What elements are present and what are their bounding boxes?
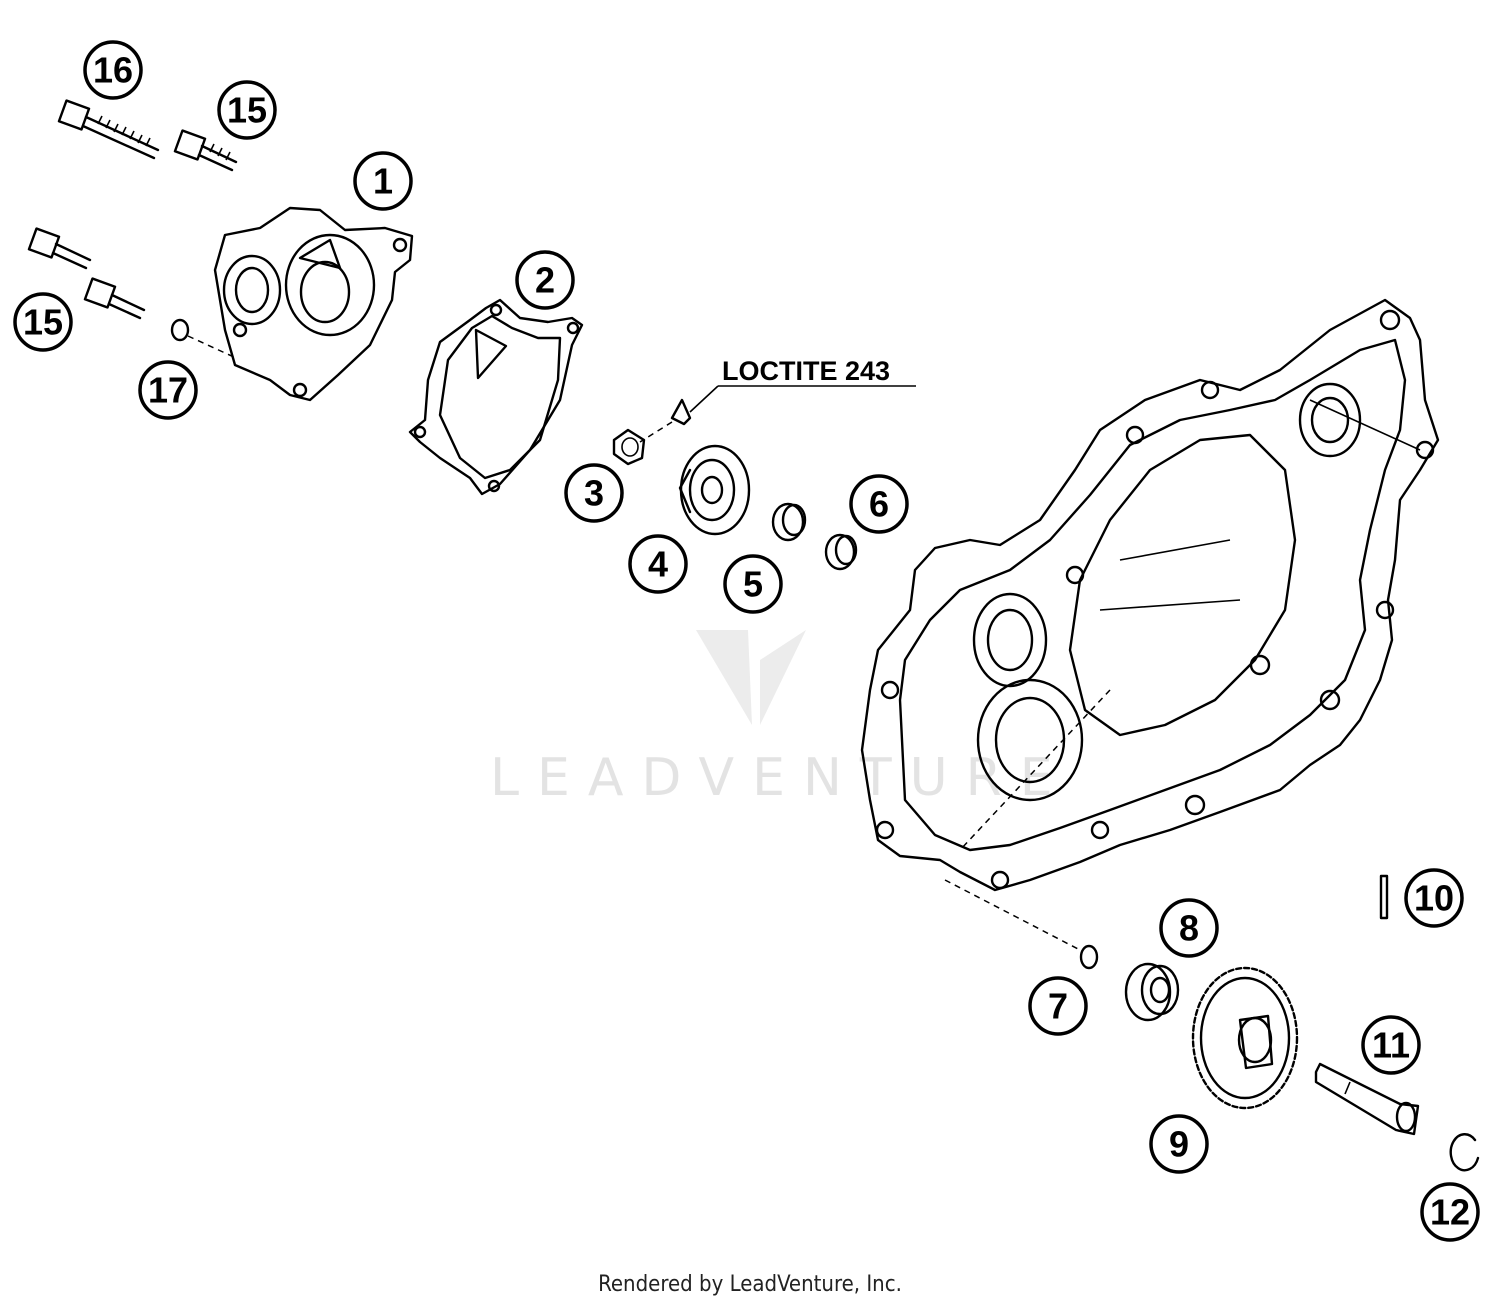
callout-3: 3 — [564, 463, 624, 523]
part-4-impeller[interactable] — [678, 444, 751, 536]
callout-5: 5 — [723, 554, 783, 614]
svg-text:3: 3 — [584, 473, 604, 514]
callout-10: 10 — [1404, 868, 1464, 928]
svg-text:4: 4 — [648, 544, 668, 585]
svg-text:15: 15 — [23, 302, 63, 343]
svg-text:7: 7 — [1048, 986, 1068, 1027]
svg-text:11: 11 — [1372, 1025, 1410, 1066]
callout-7: 7 — [1028, 976, 1088, 1036]
part-5-seal[interactable] — [771, 502, 807, 542]
callout-2: 2 — [515, 250, 575, 310]
part-7-washer[interactable] — [1079, 944, 1099, 970]
part-9-gear[interactable] — [1191, 966, 1299, 1110]
part-17-washer[interactable] — [170, 318, 190, 342]
svg-text:12: 12 — [1430, 1192, 1470, 1233]
svg-text:9: 9 — [1169, 1124, 1189, 1165]
part-1-pump-cover[interactable] — [213, 206, 414, 402]
leader-line — [959, 689, 1111, 851]
svg-text:16: 16 — [93, 50, 133, 91]
callout-16: 16 — [83, 40, 143, 100]
callout-11: 11 — [1361, 1015, 1421, 1075]
svg-text:10: 10 — [1414, 878, 1454, 919]
part-15-bolt-top[interactable] — [173, 129, 238, 172]
leader-line — [944, 879, 1081, 951]
watermark-logo-icon — [696, 630, 806, 725]
callout-1: 1 — [353, 151, 413, 211]
callout-15-top: 15 — [217, 80, 277, 140]
svg-text:1: 1 — [373, 161, 393, 202]
svg-text:5: 5 — [743, 564, 763, 605]
part-16-bolt[interactable] — [57, 99, 160, 160]
part-2-gasket[interactable] — [408, 298, 584, 496]
svg-text:17: 17 — [148, 370, 188, 411]
callout-12: 12 — [1420, 1182, 1480, 1242]
part-15-bolts-left[interactable] — [27, 227, 146, 320]
footer-credit: Rendered by LeadVenture, Inc. — [598, 1272, 902, 1297]
leader-line — [187, 335, 237, 359]
callout-6: 6 — [849, 474, 909, 534]
part-6-seal[interactable] — [824, 533, 858, 571]
callout-4: 4 — [628, 534, 688, 594]
callout-8: 8 — [1159, 898, 1219, 958]
watermark-text: LEADVENTURE — [490, 748, 1071, 808]
svg-text:15: 15 — [227, 90, 267, 131]
part-12-circlip[interactable] — [1449, 1133, 1480, 1172]
part-8-bearing[interactable] — [1124, 962, 1180, 1022]
callout-17: 17 — [138, 360, 198, 420]
svg-text:2: 2 — [535, 260, 555, 301]
loctite-annotation: LOCTITE 243 — [689, 356, 916, 413]
part-11-shaft[interactable] — [1314, 1062, 1420, 1136]
crankcase-cover[interactable] — [860, 298, 1440, 892]
loctite-label: LOCTITE 243 — [722, 356, 890, 386]
svg-text:8: 8 — [1179, 908, 1199, 949]
svg-text:6: 6 — [869, 484, 889, 525]
callout-15-left: 15 — [13, 292, 73, 352]
part-3-nut[interactable] — [612, 398, 692, 466]
callout-9: 9 — [1149, 1114, 1209, 1174]
watermark: LEADVENTURE — [490, 630, 1071, 808]
part-10-pin[interactable] — [1379, 874, 1389, 920]
